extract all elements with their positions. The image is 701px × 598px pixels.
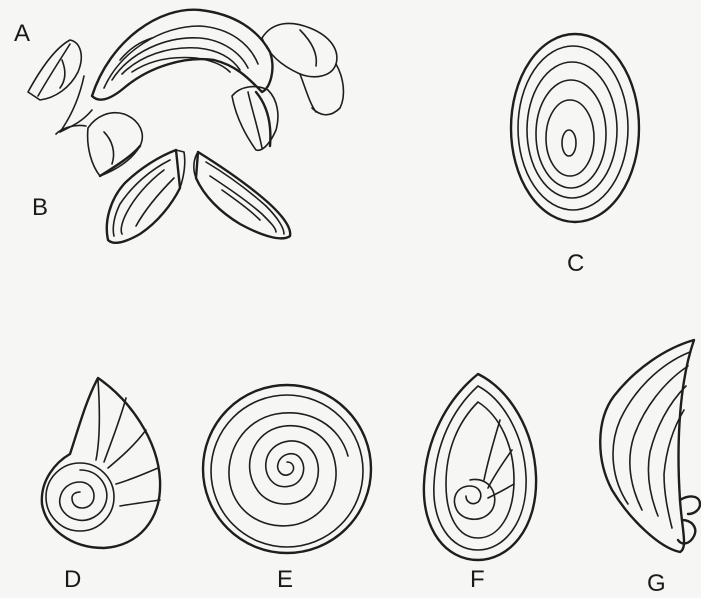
panel-c-concentric-shell-drawing <box>511 34 639 222</box>
panel-g-lateral-shell-drawing <box>600 340 700 552</box>
panel-label-f: F <box>470 566 485 594</box>
panel-label-a: A <box>14 20 30 48</box>
panel-label-d: D <box>64 566 81 594</box>
panel-label-e: E <box>277 566 293 594</box>
panel-d-coiled-shell-drawing <box>42 378 160 548</box>
panel-a-bent-shell-drawing <box>28 10 343 132</box>
panel-e-spiral-shell-drawing <box>203 385 371 553</box>
panel-label-c: C <box>567 250 584 278</box>
panel-f-teardrop-shell-drawing <box>424 374 536 560</box>
panel-label-g: G <box>647 570 666 598</box>
panel-label-b: B <box>32 194 48 222</box>
